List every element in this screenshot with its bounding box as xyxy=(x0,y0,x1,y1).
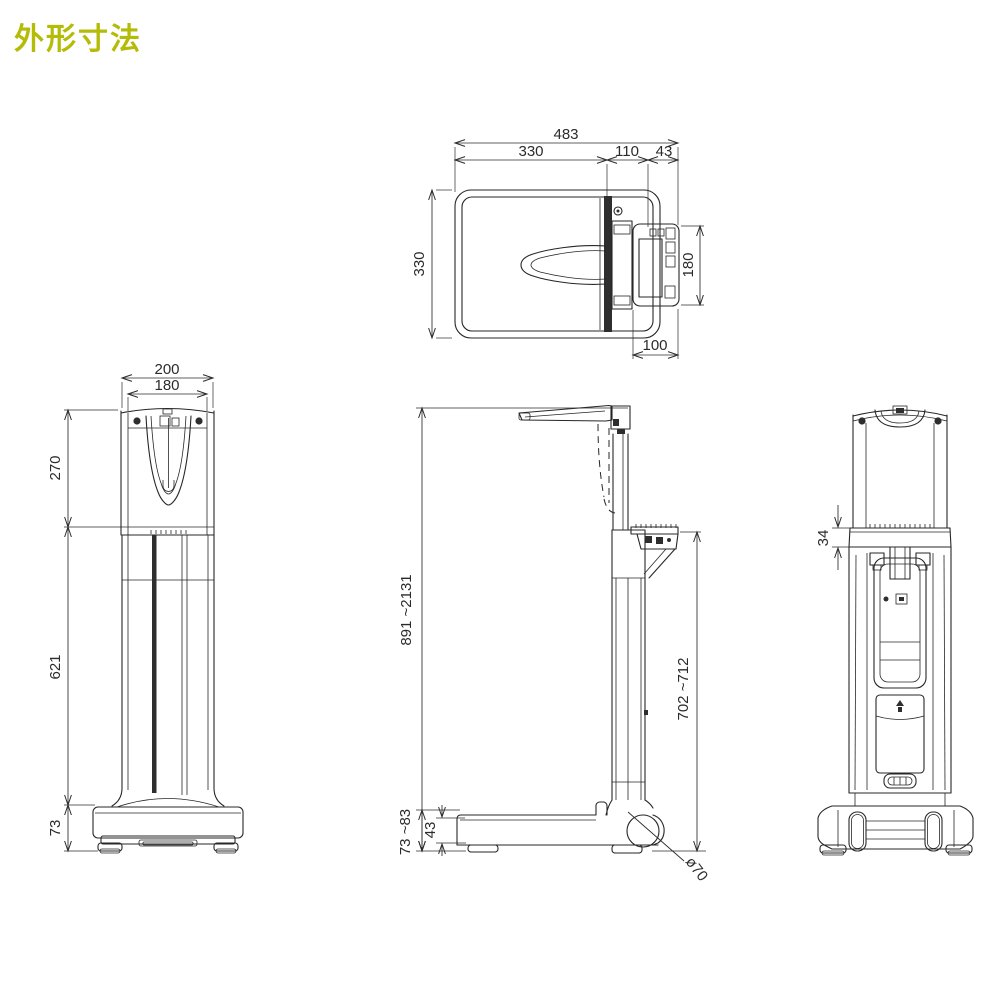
dim-side-platform-thickness-label: 43 xyxy=(422,822,439,839)
dim-rear-collar-height-label: 34 xyxy=(815,530,832,547)
rear-view-dimensions: 34 xyxy=(815,505,856,570)
dim-front-head-height-label: 270 xyxy=(47,455,64,480)
side-view-outline xyxy=(456,404,679,854)
dim-front-head-inner-width-label: 180 xyxy=(154,377,179,394)
dim-top-display-height-label: 180 xyxy=(680,252,697,277)
dim-front-base-height-label: 73 xyxy=(47,820,64,837)
dim-side-base-height-range-label: 73 ~83 xyxy=(397,809,414,855)
dim-top-display-width-label: 100 xyxy=(642,337,667,354)
dim-top-platform-depth-label: 330 xyxy=(411,251,428,276)
rear-view: 34 xyxy=(815,405,974,856)
side-view: 891 ~2131 73 ~83 43 702 ~712 ø70 xyxy=(397,404,711,885)
dim-top-column-section-label: 110 xyxy=(615,143,639,160)
top-view-dimensions: 483 330 110 43 330 180 100 xyxy=(411,126,704,359)
side-view-dimensions: 891 ~2131 73 ~83 43 702 ~712 ø70 xyxy=(397,406,711,885)
dim-top-display-overhang-label: 43 xyxy=(656,143,673,160)
dim-top-platform-width-label: 330 xyxy=(518,143,543,160)
front-view-dimensions: 200 180 270 621 73 xyxy=(47,361,215,853)
dim-front-column-height-label: 621 xyxy=(47,654,64,679)
top-view-outline xyxy=(454,189,680,339)
dim-side-caster-diameter-label: ø70 xyxy=(682,854,711,885)
front-view: 200 180 270 621 73 xyxy=(47,361,244,854)
front-view-outline xyxy=(92,407,244,854)
dim-top-overall-width-label: 483 xyxy=(553,126,578,143)
dim-side-overall-height-label: 891 ~2131 xyxy=(398,574,415,645)
page-title: 外形寸法 xyxy=(14,23,142,56)
top-view: 483 330 110 43 330 180 100 xyxy=(411,126,704,359)
dim-side-column-top-height-label: 702 ~712 xyxy=(675,658,692,721)
dim-front-head-outer-width-label: 200 xyxy=(154,361,179,378)
rear-view-outline xyxy=(817,405,974,856)
